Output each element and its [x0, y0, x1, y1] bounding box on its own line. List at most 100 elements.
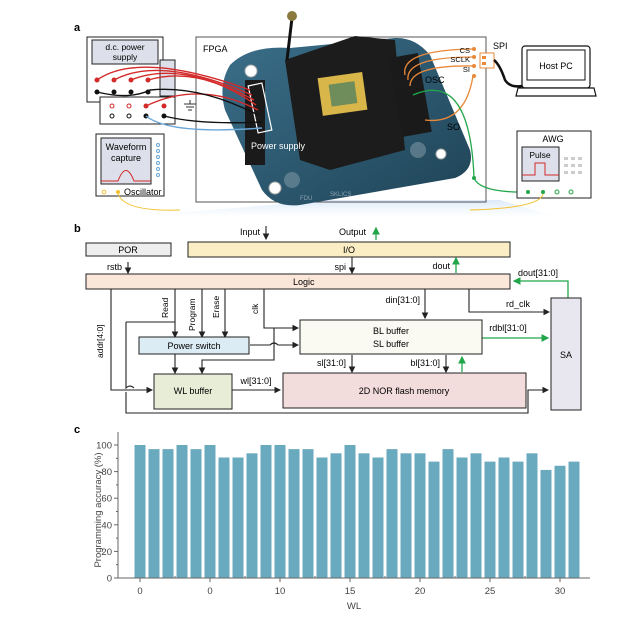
bar-wl-7 — [232, 457, 244, 578]
spi-pin-cs: CS — [460, 46, 470, 55]
signal-addr: addr[4:0] — [95, 324, 105, 358]
signal-output: Output — [339, 227, 367, 237]
y-tick-label: 40 — [101, 520, 112, 531]
block-logic: Logic — [85, 273, 511, 290]
bar-wl-29 — [540, 469, 552, 578]
signal-program: Program — [187, 298, 197, 331]
spi-pin-si: SI — [463, 65, 470, 74]
block-por: POR — [85, 242, 172, 257]
signal-input: Input — [240, 227, 261, 237]
x-tick-label: 0 — [137, 586, 142, 597]
signal-wl: wl[31:0] — [239, 376, 271, 386]
y-tick-label: 80 — [101, 467, 112, 478]
block-por-label: POR — [118, 245, 138, 255]
block-bl-buffer-label: BL buffer — [373, 326, 409, 336]
signal-din: din[31:0] — [385, 295, 420, 305]
signal-rstb: rstb — [107, 262, 122, 272]
pcb-board: FDU SKLICS — [222, 11, 471, 206]
spi-pin-sclk: SCLK — [450, 55, 470, 64]
x-axis-label: WL — [347, 601, 361, 612]
spi-label: SPI — [493, 41, 508, 51]
power-supply-label: Power supply — [251, 141, 306, 151]
block-power-switch: Power switch — [138, 336, 250, 355]
bar-wl-23 — [456, 457, 468, 578]
bar-wl-17 — [372, 457, 384, 578]
bar-wl-8 — [246, 453, 258, 578]
signal-clk: clk — [250, 303, 260, 314]
bar-wl-22 — [442, 449, 454, 578]
host-pc-laptop: Host PC — [515, 45, 597, 97]
trigger-wire — [117, 193, 181, 211]
bar-wl-25 — [484, 461, 496, 578]
signal-sl: sl[31:0] — [317, 358, 346, 368]
bar-wl-15 — [344, 445, 356, 578]
block-sl-buffer-label: SL buffer — [373, 339, 409, 349]
bar-wl-10 — [274, 445, 286, 578]
awg-label: AWG — [542, 134, 563, 144]
signal-rd-clk: rd_clk — [506, 299, 531, 309]
bar-wl-14 — [330, 453, 342, 578]
y-tick-label: 20 — [101, 547, 112, 558]
signal-rdbl: rdbl[31:0] — [489, 323, 527, 333]
panel-label-a: a — [74, 22, 81, 34]
board-text-fdu: FDU — [300, 196, 312, 202]
block-nor-flash: 2D NOR flash memory — [282, 372, 527, 409]
bar-wl-26 — [498, 457, 510, 578]
y-tick-label: 0 — [107, 574, 112, 585]
y-tick-label: 100 — [96, 441, 112, 452]
block-wl-buffer: WL buffer — [153, 373, 233, 410]
board-text-sklics: SKLICS — [330, 192, 351, 198]
x-tick-label: 15 — [345, 586, 356, 597]
block-sa: SA — [550, 297, 582, 411]
bar-wl-4 — [190, 449, 202, 578]
osc-label: OSC — [425, 75, 445, 85]
awg-instrument: AWG Pulse — [516, 130, 592, 199]
oscillator-label: Oscillator — [124, 187, 162, 197]
signal-read: Read — [160, 297, 170, 318]
bar-wl-27 — [512, 461, 524, 578]
bar-wl-1 — [148, 449, 160, 578]
fpga-frame — [195, 36, 487, 203]
panel-label-b: b — [74, 223, 81, 235]
y-tick-label: 60 — [101, 494, 112, 505]
bar-wl-31 — [568, 461, 580, 578]
bar-wl-28 — [526, 453, 538, 578]
pulse-label: Pulse — [529, 150, 551, 160]
osc-junction — [472, 176, 476, 180]
osc-wire — [412, 89, 529, 193]
block-io: I/O — [187, 241, 511, 258]
spi-wires — [404, 48, 474, 122]
fpga-label: FPGA — [203, 44, 228, 54]
x-tick-label: 10 — [275, 586, 286, 597]
block-bl-sl-buffer: BL buffer SL buffer — [299, 319, 483, 355]
x-tick-label: 25 — [485, 586, 496, 597]
bar-wl-9 — [260, 445, 272, 578]
so-label: SO — [447, 122, 460, 132]
signal-dout: dout — [432, 261, 450, 271]
bar-wl-11 — [288, 449, 300, 578]
bar-wl-6 — [218, 457, 230, 578]
block-diagram-wires — [110, 226, 551, 414]
waveform-label-2: capture — [111, 153, 141, 163]
ground-icon — [184, 100, 196, 111]
usb-cable — [493, 59, 523, 88]
spi-connector-icon — [479, 52, 495, 69]
light-beam — [150, 200, 560, 218]
bar-wl-21 — [428, 461, 440, 578]
panel-label-c: c — [74, 424, 80, 436]
block-io-label: I/O — [343, 245, 355, 255]
signal-dout-bus: dout[31:0] — [518, 268, 558, 278]
y-axis-label: Programming accuracy (%) — [93, 452, 104, 567]
power-wires — [96, 66, 263, 131]
host-pc-label: Host PC — [539, 61, 573, 71]
bar-wl-5 — [204, 445, 216, 578]
spi-pin-dots — [472, 47, 476, 78]
signal-spi: spi — [334, 262, 346, 272]
dc-supply-label-1: d.c. power — [105, 42, 144, 52]
dc-supply-label-2: supply — [113, 52, 138, 62]
block-sa-label: SA — [560, 350, 572, 360]
bar-wl-0 — [134, 445, 146, 578]
x-tick-label: 0 — [207, 586, 212, 597]
